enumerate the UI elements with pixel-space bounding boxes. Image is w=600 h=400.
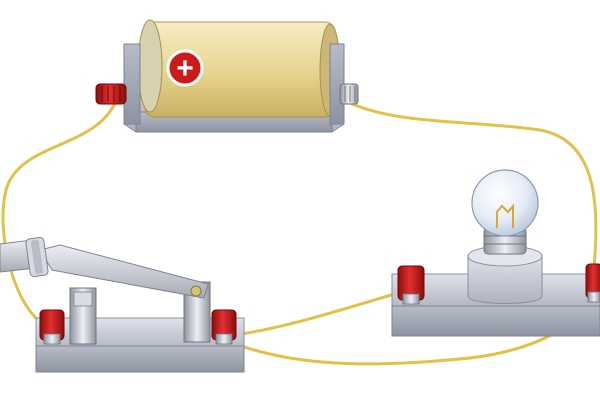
lamp-terminal-right[interactable] <box>585 263 600 303</box>
switch-handle[interactable] <box>0 236 49 278</box>
switch-terminal-right[interactable] <box>211 309 237 345</box>
battery-polarity-label: + <box>176 52 194 85</box>
wire-switch-to-lamp <box>224 288 410 338</box>
switch-lever[interactable] <box>39 244 209 299</box>
battery-terminal-silver[interactable] <box>339 83 359 105</box>
wire-battery-to-lamp <box>348 101 598 270</box>
switch-pivot-icon <box>190 285 202 297</box>
battery-assembly: + <box>95 19 359 133</box>
switch-base <box>35 345 245 373</box>
plus-sign-icon <box>166 49 204 87</box>
switch-hinge-post <box>69 287 97 345</box>
lamp-socket <box>467 255 543 304</box>
battery-terminal-red[interactable] <box>95 83 127 105</box>
wire-battery-to-switch <box>1 94 120 330</box>
light-bulb-icon <box>471 169 539 237</box>
knife-switch[interactable] <box>0 236 245 373</box>
lamp-terminal-left[interactable] <box>397 265 425 305</box>
lamp-base <box>391 305 600 337</box>
lamp-assembly <box>391 169 600 337</box>
filament-icon <box>496 203 514 228</box>
battery-cap <box>137 19 163 113</box>
switch-terminal-left[interactable] <box>39 309 65 345</box>
